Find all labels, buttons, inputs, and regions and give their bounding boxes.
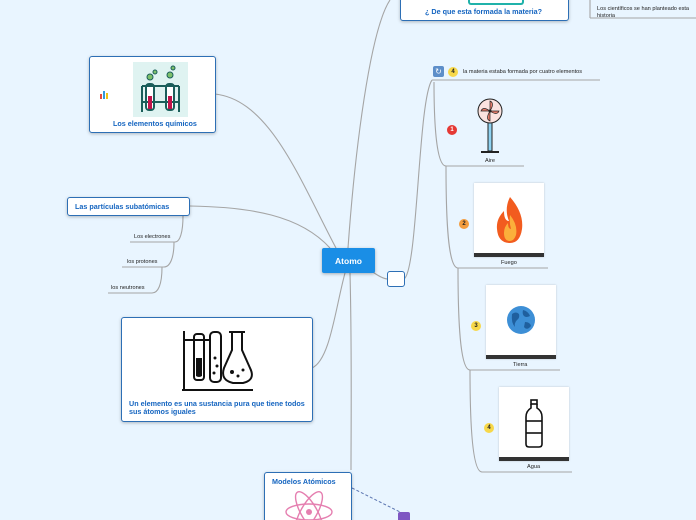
branch-connector-box[interactable] [387, 271, 405, 287]
water-bottle-image-card [499, 387, 569, 461]
subtopic-electrones[interactable]: Los electrones [134, 234, 171, 240]
node-modelos-atomicos[interactable]: Modelos Atómicos [264, 472, 352, 520]
badge-2: 2 [459, 219, 469, 229]
node-elementos-quimicos[interactable]: Los elementos químicos [89, 56, 216, 133]
earth-image-card [486, 285, 556, 359]
badge-1: 1 [447, 125, 457, 135]
water-drop-illustration [468, 0, 524, 5]
purple-marker[interactable] [398, 512, 410, 520]
note-cientificos: Los científicos se han planteado esta hi… [597, 6, 690, 19]
element-agua[interactable]: Agua [527, 464, 541, 470]
fire-image-card [474, 183, 544, 257]
node-elemento-label: Un elemento es una sustancia pura que ti… [129, 399, 305, 416]
water-bottle-icon [525, 399, 543, 448]
node-de-que-esta-formada-label: ¿ De que esta formada la materia? [425, 7, 543, 16]
node-particulas-subatomicas-label: Las partículas subatómicas [75, 202, 170, 211]
earth-globe-icon [507, 306, 535, 334]
node-de-que-esta-formada[interactable]: ¿ De que esta formada la materia? [400, 0, 569, 21]
element-fuego[interactable]: Fuego [501, 260, 517, 266]
node-elementos-quimicos-label: Los elementos químicos [113, 119, 197, 128]
header-cuatro-elementos[interactable]: la materia estaba formada por cuatro ele… [463, 69, 583, 75]
badge-4: 4 [484, 423, 494, 433]
central-topic-label: Atomo [335, 255, 362, 266]
element-tierra[interactable]: Tierra [513, 362, 528, 368]
fire-icon [496, 197, 523, 243]
badge-number-4: 4 [448, 67, 458, 77]
node-modelos-atomicos-label: Modelos Atómicos [272, 477, 336, 486]
subtopic-neutrones[interactable]: los neutrones [111, 285, 145, 291]
test-tubes-image [133, 62, 188, 117]
chart-icon [99, 90, 109, 100]
node-particulas-subatomicas[interactable]: Las partículas subatómicas [67, 197, 190, 216]
lab-glassware-image [182, 331, 253, 391]
fan-windmill-image [477, 98, 503, 153]
badge-3: 3 [471, 321, 481, 331]
central-topic-atomo[interactable]: Atomo [322, 248, 375, 273]
element-aire[interactable]: Aire [485, 158, 495, 164]
atom-illustration [285, 490, 333, 520]
refresh-icon: ↻ [433, 66, 444, 77]
node-elemento-sustancia-pura[interactable]: Un elemento es una sustancia pura que ti… [121, 317, 313, 422]
subtopic-protones[interactable]: los protones [127, 259, 158, 265]
